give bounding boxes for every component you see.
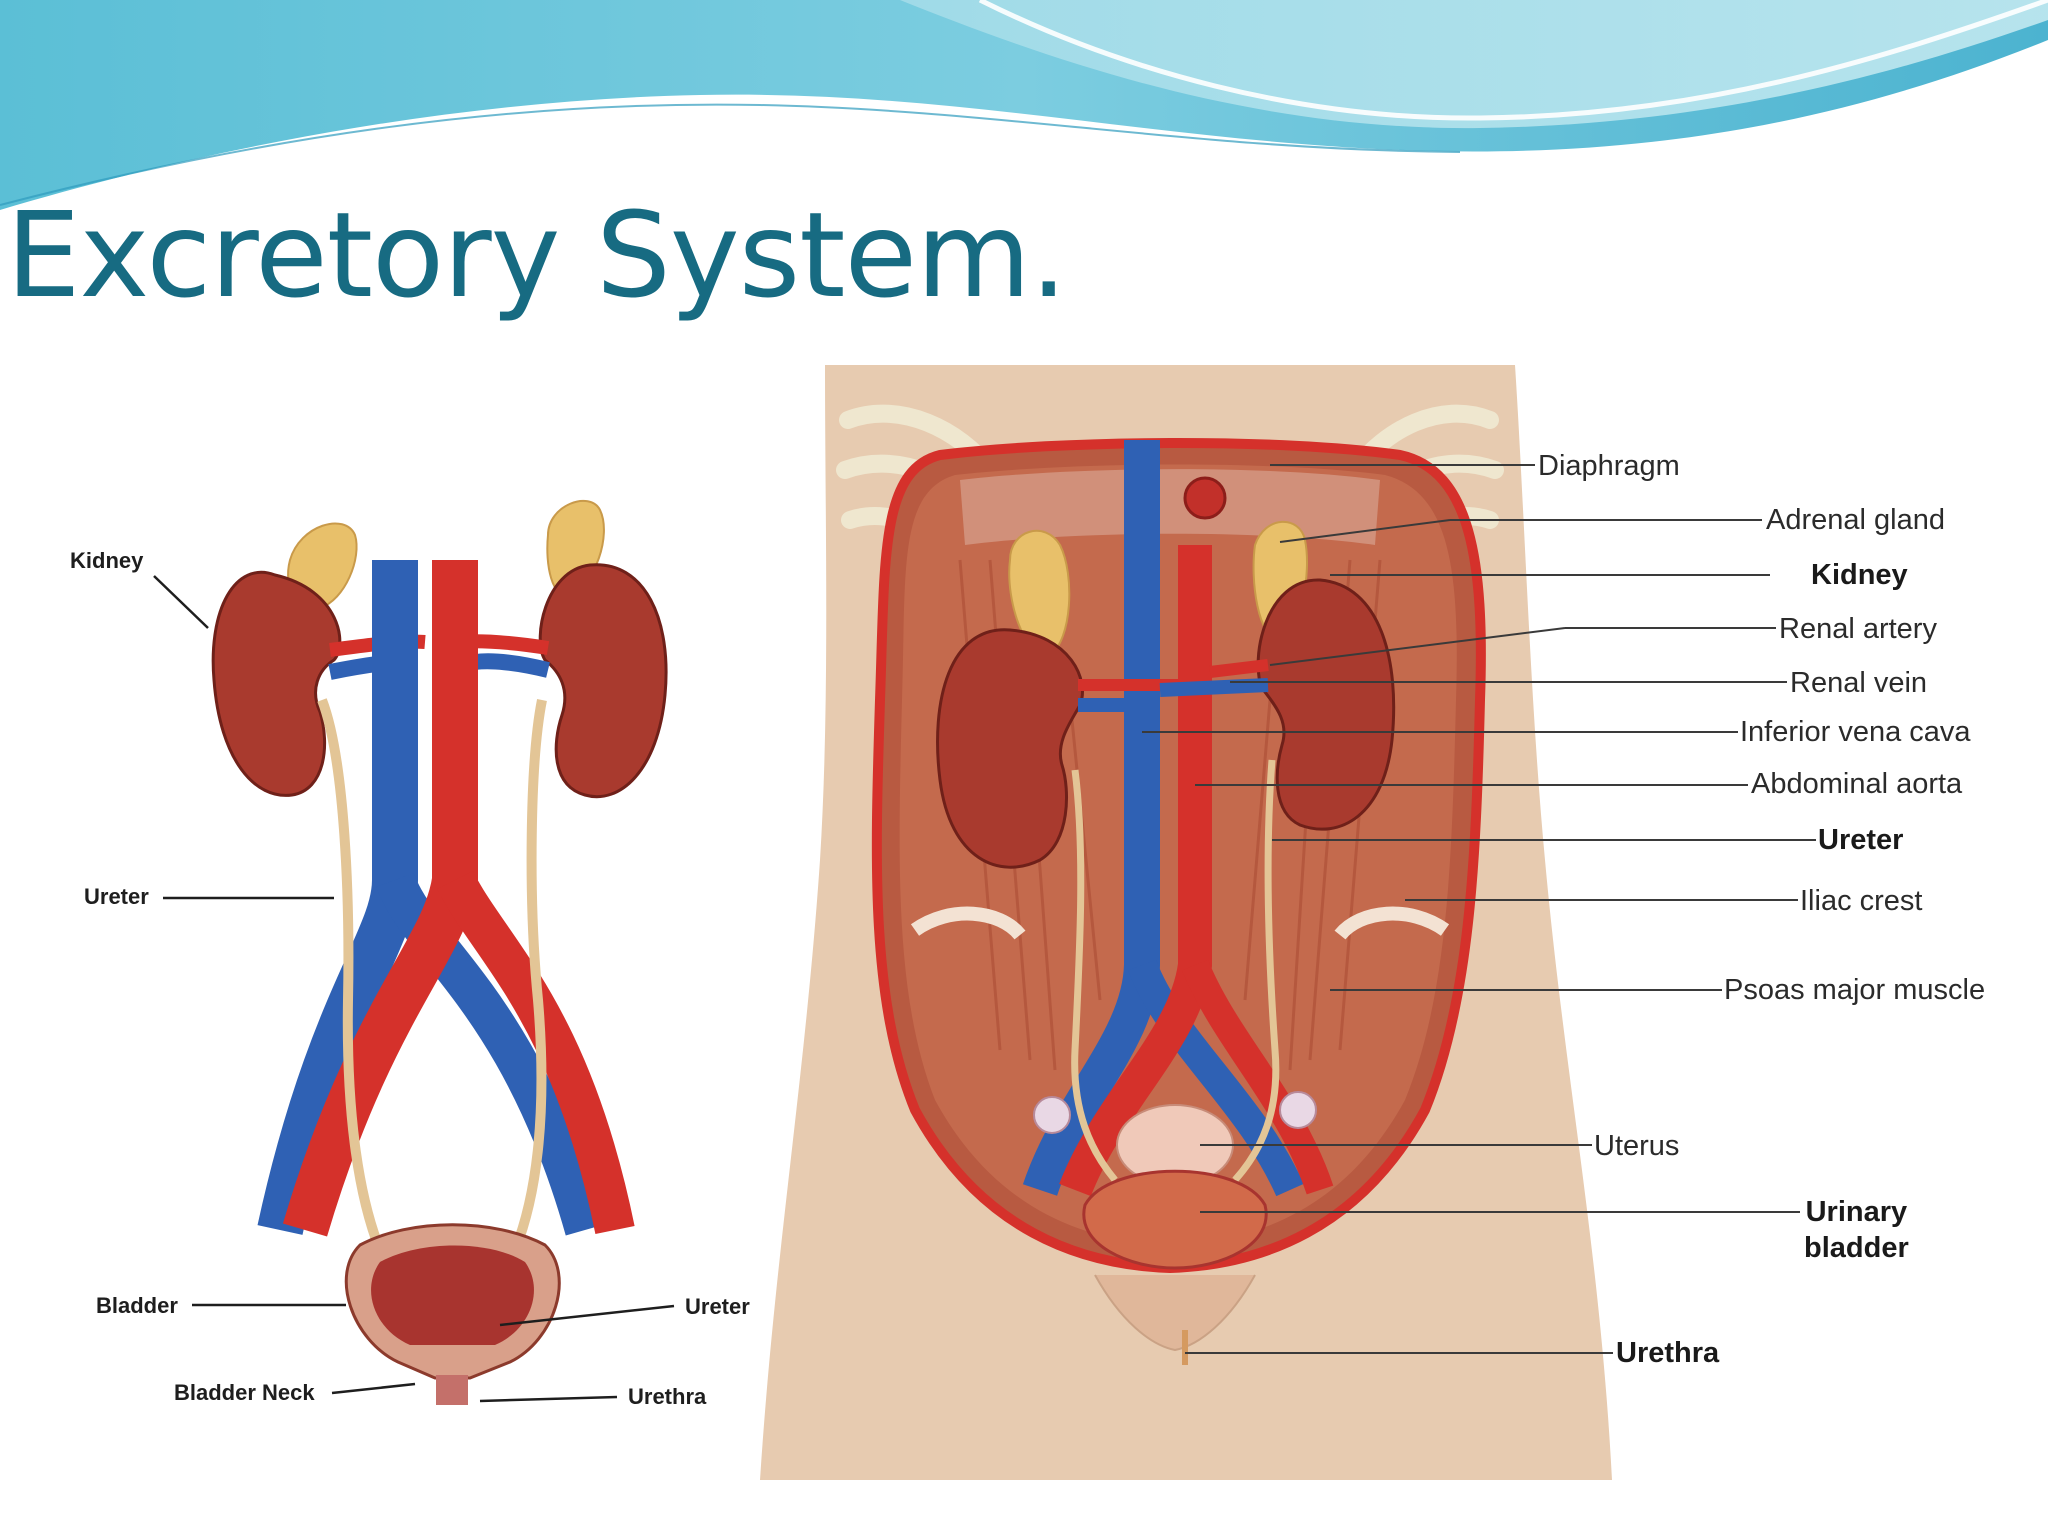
right-label-renal-artery: Renal artery — [1779, 613, 1937, 645]
slide-title: Excretory System. — [6, 186, 1068, 324]
right-label-iliac-crest: Iliac crest — [1800, 885, 1923, 917]
right-label-abdominal-aorta: Abdominal aorta — [1751, 768, 1963, 800]
left-label-ureter-right: Ureter — [685, 1294, 750, 1319]
left-label-bladder-neck: Bladder Neck — [174, 1380, 315, 1405]
right-label-ureter: Ureter — [1818, 824, 1904, 856]
right-label-urinary-bladder: Urinary bladder — [1804, 1194, 1909, 1266]
right-label-kidney: Kidney — [1811, 559, 1908, 591]
left-label-bladder: Bladder — [96, 1293, 178, 1318]
right-label-diaphragm: Diaphragm — [1538, 450, 1680, 482]
left-label-urethra: Urethra — [628, 1384, 707, 1409]
right-label-psoas-major-muscle: Psoas major muscle — [1724, 974, 1986, 1006]
right-label-inferior-vena-cava: Inferior vena cava — [1740, 716, 1971, 748]
left-label-kidney: Kidney — [70, 548, 144, 573]
right-label-renal-vein: Renal vein — [1790, 667, 1928, 699]
right-label-adrenal-gland: Adrenal gland — [1766, 504, 1945, 536]
urinary-bladder-line-2: bladder — [1804, 1232, 1909, 1264]
header-wave — [0, 0, 2048, 216]
left-label-ureter: Ureter — [84, 884, 149, 909]
urinary-bladder-line-1: Urinary — [1805, 1196, 1908, 1228]
right-label-uterus: Uterus — [1594, 1130, 1680, 1162]
right-label-urethra: Urethra — [1616, 1337, 1720, 1369]
